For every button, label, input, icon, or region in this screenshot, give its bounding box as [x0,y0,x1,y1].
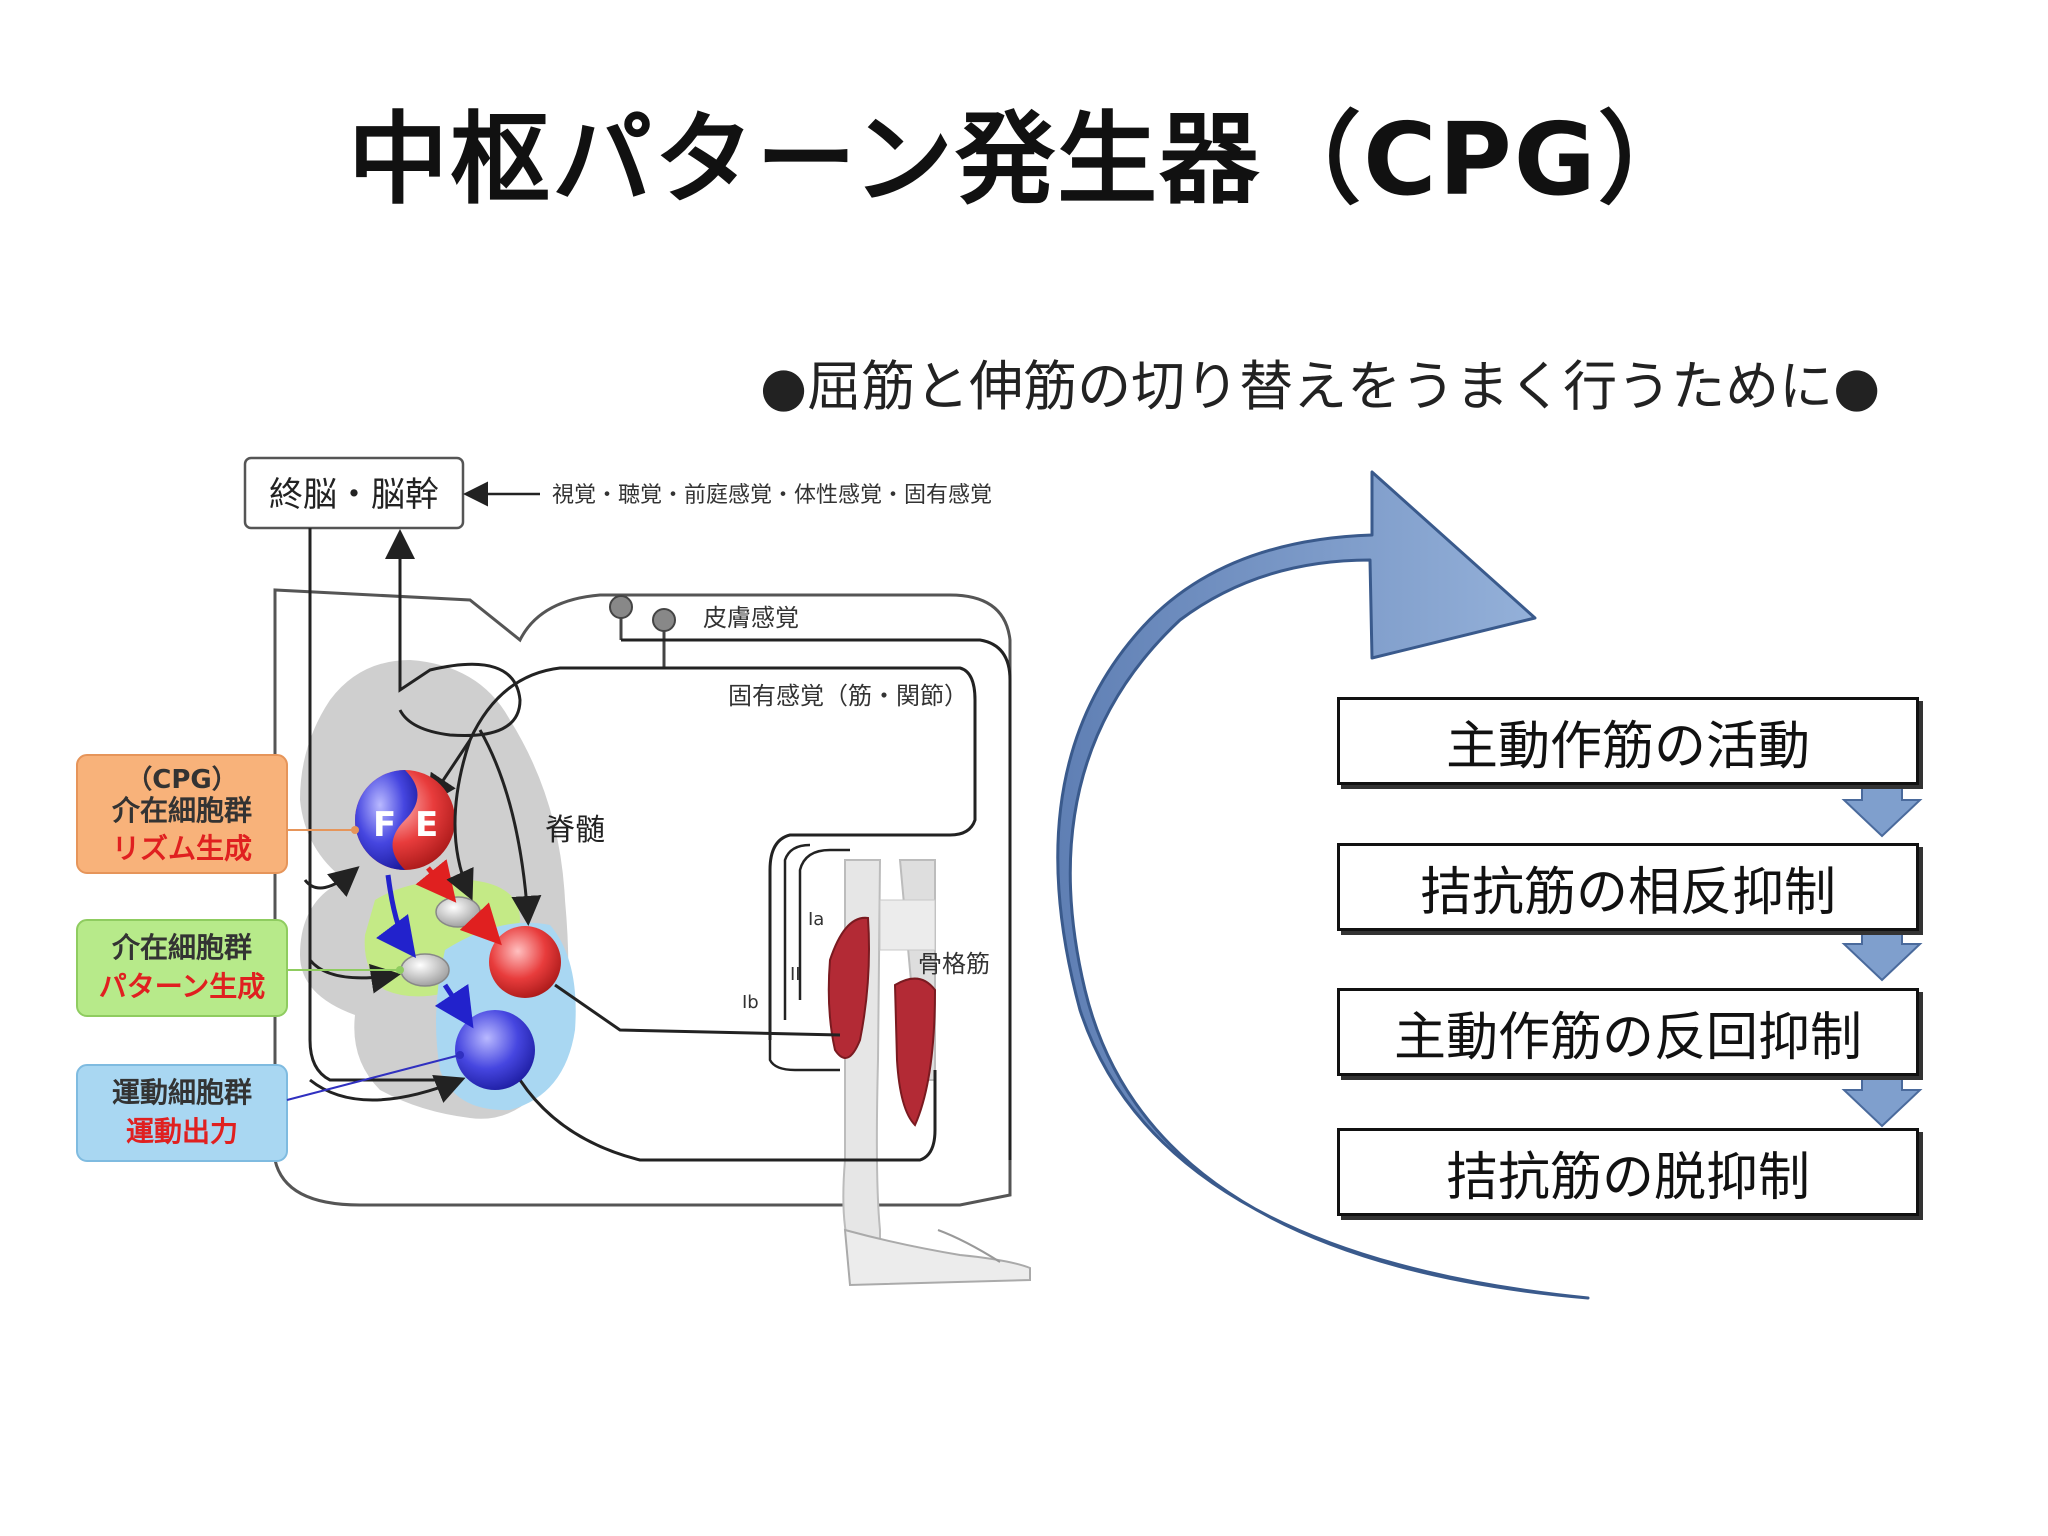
skin-receptor-1 [609,595,633,619]
motor-label-box [76,1064,288,1162]
motor-label-leader-dot [456,1051,464,1059]
motor-neuron-e [489,926,561,998]
step-label-1: 主動作筋の活動 [1445,716,1810,777]
motor-label-leader [286,1054,461,1101]
input-arrow-1 [303,866,360,898]
fiber-ia [798,848,850,1000]
cycle-arrow [1056,470,1590,1300]
ib-loop [768,1040,840,1072]
step-box-2: 拮抗筋の相反抑制 [1337,843,1919,931]
arrow-f-to-pattern [376,874,416,959]
step-box-4: 拮抗筋の脱抑制 [1337,1128,1919,1216]
cpg-label-box [76,754,288,874]
motor-neuron-f [455,1010,535,1090]
pattern-interneuron-1 [435,896,481,928]
slide-title: 中枢パターン発生器（CPG） [348,101,1700,218]
skin-sense-label: 皮膚感覚 [703,604,799,632]
pattern-label-line1: 介在細胞群 [111,931,252,964]
fiber-ii [783,843,811,1020]
pattern-label-leader-dot [396,966,404,974]
step-box-3: 主動作筋の反回抑制 [1337,988,1919,1076]
efferent-e [554,983,841,1037]
step-box-1: 主動作筋の活動 [1337,697,1919,785]
proprio-loop [664,666,977,1040]
cpg-label-line2: 介在細胞群 [111,794,252,827]
arrow-pattern-to-motor-e [459,902,502,946]
input-arrow-3 [478,729,542,926]
neuron-f-label: F [373,805,396,845]
arrow-pattern-to-motor-f [434,983,474,1029]
brain-box-label: 終脳・脳幹 [269,475,439,515]
proprio-afferent [426,666,664,805]
neuron-e-label: E [415,805,438,845]
muscle-shin [893,977,937,1127]
senses-label: 視覚・聴覚・前庭感覚・体性感覚・固有感覚 [552,483,992,508]
input-arrow-2 [308,959,401,994]
leg-illustration [842,859,1031,1287]
input-arrow-5 [309,1074,466,1103]
skeletal-muscle-label: 骨格筋 [918,950,990,978]
ascending-pathway [385,529,522,738]
cpg-label-line3: リズム生成 [112,832,252,865]
proprio-label: 固有感覚（筋・関節） [728,682,968,710]
motor-label-line2: 運動出力 [126,1115,238,1148]
efferent-f [518,1070,937,1162]
slide-subtitle: ●屈筋と伸筋の切り替えをうまく行うために● [760,355,1881,418]
step-label-4: 拮抗筋の脱抑制 [1445,1147,1810,1208]
descending-pathway [308,528,450,1082]
motor-label-line1: 運動細胞群 [112,1076,252,1109]
pattern-interneuron-2 [400,953,450,987]
spinal-cord-outline [273,588,1012,1207]
fiber-ib-label: Ib [742,992,759,1013]
pattern-label-line2: パターン生成 [99,970,266,1003]
skin-receptor-2 [652,608,676,632]
muscle-calf [827,916,870,1059]
step-label-2: 拮抗筋の相反抑制 [1419,862,1836,923]
input-arrow-4 [446,739,474,901]
cpg-label-leader-dot [351,826,359,834]
step-label-3: 主動作筋の反回抑制 [1393,1007,1862,1068]
pattern-label-box [76,919,288,1017]
skin-afferent [621,638,1012,1160]
rhythm-neuron [355,770,455,870]
spinal-cord-label: 脊髄 [545,813,605,848]
cpg-label-line1: （CPG） [126,765,237,795]
fiber-ii-label: II [790,964,801,985]
fiber-ia-label: Ia [808,909,824,930]
